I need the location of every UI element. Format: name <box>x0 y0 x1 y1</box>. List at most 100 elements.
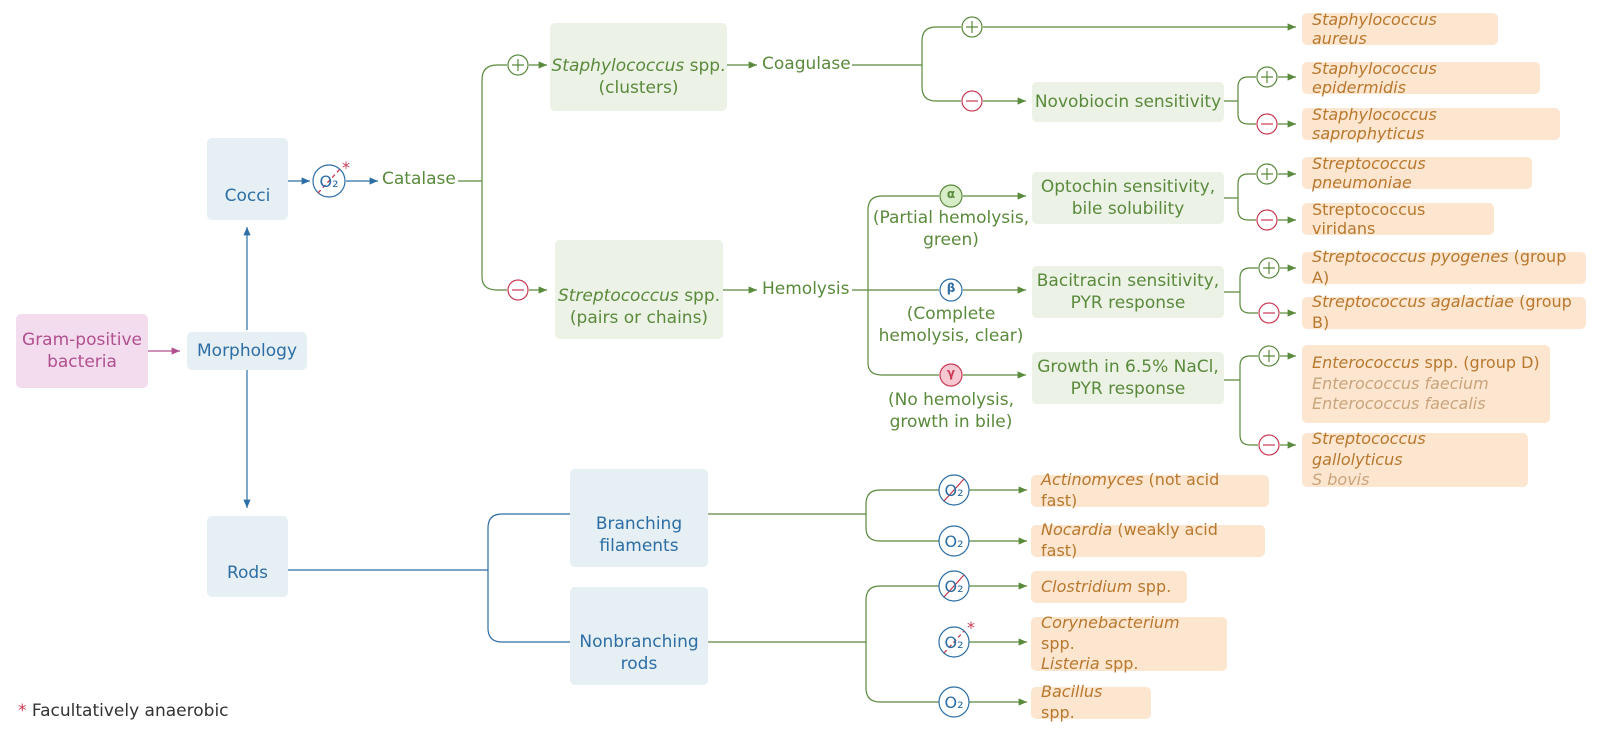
cocci-box: Cocci <box>207 138 288 220</box>
nacl-line1: Growth in 6.5% NaCl, <box>1037 356 1219 377</box>
beta-caption-line1: (Complete <box>906 304 996 324</box>
alpha-circle <box>939 184 963 208</box>
enterococcus-faecium: Enterococcus faecium <box>1312 373 1489 393</box>
branching-line1: Branching <box>595 513 683 534</box>
coagulase-branch <box>852 26 961 102</box>
alpha-caption: (Partial hemolysis, green) <box>871 207 1031 251</box>
beta-caption-line2: hemolysis, clear) <box>878 326 1024 347</box>
nonbranching-rods-box: Nonbranching rods <box>570 587 708 685</box>
corynebacterium-name: Corynebacterium <box>1041 612 1180 632</box>
bacillus-note: spp. <box>1041 703 1075 722</box>
gram-positive-bacteria-box: Gram-positive bacteria <box>16 314 148 388</box>
corynebacterium-note: spp. <box>1041 633 1075 653</box>
bacitracin-line1: Bacitracin sensitivity, <box>1036 270 1220 291</box>
beta-caption: (Complete hemolysis, clear) <box>871 303 1031 347</box>
optochin-line1: Optochin sensitivity, <box>1040 176 1216 197</box>
s-agalactiae-name: Streptococcus agalactiae <box>1312 292 1514 312</box>
s-epidermidis-label: Staphylococcus epidermidis <box>1312 59 1437 97</box>
s-agalactiae-note: (group B) <box>1312 292 1572 332</box>
cocci-label: Cocci <box>224 186 271 206</box>
optochin-box: Optochin sensitivity, bile solubility <box>1032 172 1224 224</box>
s-gallolyticus-name: Streptococcus gallolyticus <box>1312 428 1426 469</box>
bacitracin-box: Bacitracin sensitivity, PYR response <box>1032 266 1224 318</box>
staphylococcus-suffix: spp. <box>684 55 726 76</box>
listeria-note: spp. <box>1099 654 1139 674</box>
coagulase-label: Coagulase <box>762 54 851 74</box>
s-pyogenes-name: Streptococcus pyogenes <box>1312 247 1509 267</box>
nocardia-name: Nocardia <box>1041 520 1113 540</box>
clostridium-name: Clostridium <box>1041 576 1133 596</box>
footnote: * Facultatively anaerobic <box>18 701 229 721</box>
bacitracin-line2: PYR response <box>1070 293 1186 313</box>
nacl-box: Growth in 6.5% NaCl, PYR response <box>1032 352 1224 404</box>
staphylococcus-line2: (clusters) <box>598 77 679 98</box>
alpha-symbol: α <box>946 187 956 201</box>
rods-label: Rods <box>226 563 269 583</box>
s-pyogenes-note: (group A) <box>1312 247 1567 287</box>
result-s-gallolyticus: Streptococcus gallolyticus S bovis <box>1302 429 1528 489</box>
hemolysis-branch <box>852 195 939 376</box>
footnote-asterisk: * <box>18 701 27 721</box>
result-s-aureus: Staphylococcus aureus <box>1302 10 1498 48</box>
result-s-saprophyticus: Staphylococcus saprophyticus <box>1302 105 1560 143</box>
alpha-caption-line2: green) <box>923 230 979 251</box>
aerobic-icon <box>938 525 970 557</box>
actinomyces-note: (not acid fast) <box>1041 470 1220 510</box>
gamma-circle <box>939 363 963 387</box>
gamma-caption-line1: (No hemolysis, <box>888 390 1014 410</box>
novobiocin-branch <box>1224 76 1256 125</box>
root-line1: Gram-positive <box>22 329 142 350</box>
nonbranching-line1: Nonbranching <box>579 631 699 652</box>
enterococcus-name: Enterococcus <box>1312 352 1420 372</box>
result-s-pyogenes: Streptococcus pyogenes (group A) <box>1302 247 1586 287</box>
nocardia-note: (weakly acid fast) <box>1041 520 1218 560</box>
o2-label: O₂ <box>944 532 964 551</box>
result-bacillus: Bacillus spp. <box>1031 682 1151 722</box>
s-saprophyticus-label: Staphylococcus saprophyticus <box>1312 105 1437 143</box>
bacillus-name: Bacillus <box>1041 682 1103 702</box>
staphylococcus-genus: Staphylococcus <box>551 55 685 76</box>
rods-branch <box>288 513 570 643</box>
negative-icon <box>507 90 1280 456</box>
o2-label: O₂ <box>944 577 964 596</box>
gamma-caption: (No hemolysis, growth in bile) <box>871 389 1031 433</box>
novobiocin-label: Novobiocin sensitivity <box>1034 92 1222 112</box>
s-aureus-label: Staphylococcus aureus <box>1312 10 1437 48</box>
o2-label: O₂ <box>944 633 964 652</box>
nacl-line2: PYR response <box>1070 379 1186 399</box>
catalase-label: Catalase <box>382 169 456 189</box>
result-nocardia: Nocardia (weakly acid fast) <box>1031 520 1265 560</box>
facultative-asterisk: * <box>967 618 975 637</box>
optochin-line2: bile solubility <box>1071 199 1185 219</box>
alpha-caption-line1: (Partial hemolysis, <box>872 208 1030 228</box>
morphology-box: Morphology <box>187 332 307 370</box>
streptococcus-genus: Streptococcus <box>557 285 679 306</box>
nonbranching-line2: rods <box>620 653 658 674</box>
result-enterococcus: Enterococcus spp. (group D) Enterococcus… <box>1302 345 1550 423</box>
aerobic-icon <box>938 686 970 718</box>
result-s-viridans: Streptococcus viridans <box>1302 200 1494 238</box>
o2-label: O₂ <box>319 172 339 191</box>
root-line2: bacteria <box>47 352 117 372</box>
footnote-text: Facultatively anaerobic <box>26 701 229 721</box>
gamma-caption-line2: growth in bile) <box>889 412 1013 433</box>
result-actinomyces: Actinomyces (not acid fast) <box>1031 470 1269 510</box>
s-bovis: S bovis <box>1312 470 1370 490</box>
streptococcus-suffix: spp. <box>678 285 721 306</box>
enterococcus-note: spp. (group D) <box>1419 352 1540 372</box>
beta-symbol: β <box>946 281 956 295</box>
result-corynebacterium-listeria: Corynebacterium spp. Listeria spp. <box>1031 613 1227 674</box>
s-viridans-label: Streptococcus viridans <box>1312 200 1426 238</box>
streptococcus-box: Streptococcus spp. (pairs or chains) <box>555 240 723 339</box>
result-s-epidermidis: Staphylococcus epidermidis <box>1302 59 1540 97</box>
clostridium-note: spp. <box>1132 576 1172 596</box>
branching-line2: filaments <box>599 535 679 556</box>
catalase-branch <box>458 64 507 291</box>
result-clostridium: Clostridium spp. <box>1031 571 1187 603</box>
beta-circle <box>939 278 963 302</box>
novobiocin-box: Novobiocin sensitivity <box>1032 82 1224 122</box>
morphology-label: Morphology <box>197 341 297 361</box>
positive-icon <box>507 16 1280 367</box>
enterococcus-faecalis: Enterococcus faecalis <box>1312 394 1486 414</box>
hemolysis-label: Hemolysis <box>762 279 850 299</box>
